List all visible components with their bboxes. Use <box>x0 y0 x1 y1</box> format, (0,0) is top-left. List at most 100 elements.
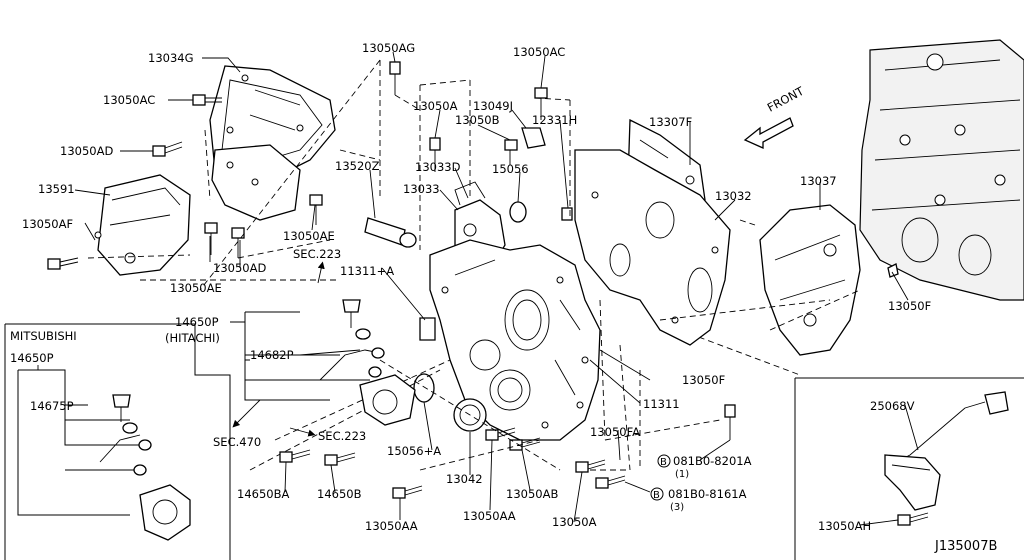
callout-b1-marker: B <box>660 457 667 468</box>
label-13050AA-b: 13050AA <box>463 509 516 523</box>
bolt-13050AF <box>47 257 79 270</box>
front-direction-label: FRONT <box>765 83 807 114</box>
front-direction-arrow <box>743 117 794 150</box>
callout-b2-qty: (3) <box>670 502 684 513</box>
label-13050AC-a: 13050AC <box>103 93 155 107</box>
label-13050AD-a: 13050AD <box>60 144 113 158</box>
label-11311A: 11311+A <box>340 264 394 278</box>
label-13050AE-a: 13050AE <box>170 281 222 295</box>
label-14650B: 14650B <box>317 487 362 501</box>
label-13050AD-b: 13050AD <box>213 261 266 275</box>
housing-13591 <box>94 174 191 276</box>
pipe-14682P <box>319 328 385 381</box>
label-13050A-a: 13050A <box>413 99 458 113</box>
label-13050FA: 13050FA <box>590 425 640 439</box>
label-13049J: 13049J <box>473 99 513 113</box>
label-13307F: 13307F <box>649 115 692 129</box>
label-15056A: 15056+A <box>387 444 441 458</box>
guide-dashed-lower <box>249 299 801 471</box>
bolt-13050AG <box>389 61 401 95</box>
sec223-top-arrow <box>317 261 325 284</box>
label-13050AF: 13050AF <box>22 217 73 231</box>
gasket-13037 <box>759 204 861 356</box>
timing-cover-13032 <box>574 149 731 346</box>
sensor-25068V <box>884 391 1009 511</box>
label-13520Z: 13520Z <box>335 159 380 173</box>
callout-081B0-8201A: B 081B0-8201A (1) <box>657 454 752 480</box>
label-13050AA-a: 13050AA <box>365 519 418 533</box>
bolt-13050B <box>504 139 518 165</box>
bolt-13050AE-b <box>309 194 323 225</box>
callout-b1-code: 081B0-8201A <box>673 454 752 468</box>
label-14675P: 14675P <box>30 399 74 413</box>
label-14682P: 14682P <box>250 348 294 362</box>
label-13050A-b: 13050A <box>552 515 597 529</box>
sensor-12331H <box>561 207 573 221</box>
label-13591: 13591 <box>38 182 75 196</box>
callout-b1-qty: (1) <box>675 469 689 480</box>
section-ref-sec470: SEC.470 <box>213 435 261 449</box>
label-14650P-hitachi: 14650P <box>175 315 219 329</box>
label-14650BA: 14650BA <box>237 487 289 501</box>
sensor-inset-box <box>794 377 1024 560</box>
label-13050F-a: 13050F <box>888 299 931 313</box>
guide-dashed-upper-left <box>87 59 381 291</box>
o-ring-15056A <box>413 373 435 403</box>
callout-b2-marker: B <box>653 490 660 501</box>
label-13050B: 13050B <box>455 113 500 127</box>
leaders-center <box>230 51 919 526</box>
bolt-14650P-hitachi <box>342 299 361 328</box>
bolt-13050AB <box>509 437 541 451</box>
bracket-13049J <box>521 127 546 149</box>
diagram-id: J135007B <box>934 539 997 554</box>
bolt-081B0-8201A <box>724 404 736 440</box>
bolt-14650B <box>324 452 356 466</box>
label-13050AB: 13050AB <box>506 487 558 501</box>
label-11311: 11311 <box>643 397 680 411</box>
bolt-13050AD-a <box>152 141 183 157</box>
label-13050AC-b: 13050AC <box>513 45 565 59</box>
label-13050F-b: 13050F <box>682 373 725 387</box>
sensor-13520Z <box>364 217 417 248</box>
bolt-081B0-8161A <box>595 475 626 489</box>
leaders-upper-left <box>74 57 316 268</box>
section-ref-sec223-mid: SEC.223 <box>318 429 366 443</box>
label-13050AH: 13050AH <box>818 519 871 533</box>
mitsubishi-inset <box>4 323 231 560</box>
label-13034G: 13034G <box>148 51 194 65</box>
callout-b2-code: 081B0-8161A <box>668 487 747 501</box>
label-15056: 15056 <box>492 162 529 176</box>
oil-pump-hitachi <box>359 374 416 426</box>
label-13050AG: 13050AG <box>362 41 415 55</box>
label-13033: 13033 <box>403 182 440 196</box>
callout-081B0-8161A: B 081B0-8161A (3) <box>650 487 747 513</box>
guide-dashed-center <box>394 79 571 250</box>
engine-block <box>859 39 1024 301</box>
label-13042: 13042 <box>446 472 483 486</box>
bolt-13050AA-a <box>392 485 423 499</box>
bolt-14650BA <box>279 449 311 463</box>
label-12331H: 12331H <box>532 113 577 127</box>
gasket-11311A <box>419 317 436 341</box>
label-13032: 13032 <box>715 189 752 203</box>
bolt-13050AD-b <box>231 227 245 258</box>
label-25068V: 25068V <box>870 399 915 413</box>
label-13033D: 13033D <box>415 160 461 174</box>
leaders-mitsubishi <box>37 365 88 406</box>
sec223-mid-arrow <box>289 427 316 437</box>
hitachi-bracket <box>244 311 370 401</box>
seal-15056 <box>509 201 527 223</box>
section-ref-sec223-top: SEC.223 <box>293 247 341 261</box>
guide-dashed-right <box>659 219 861 331</box>
bolt-13050AH <box>897 512 929 526</box>
label-13037: 13037 <box>800 174 837 188</box>
label-13050AE-b: 13050AE <box>283 229 335 243</box>
sec470-arrow <box>232 399 261 428</box>
bolt-13050AE-a <box>204 222 218 255</box>
dowel-13050F-a <box>887 263 899 278</box>
mitsubishi-title: MITSUBISHI <box>10 329 77 343</box>
cover-lower-13034G <box>211 144 301 221</box>
label-hitachi: (HITACHI) <box>165 331 220 345</box>
label-14650P-mitsubishi: 14650P <box>10 351 54 365</box>
